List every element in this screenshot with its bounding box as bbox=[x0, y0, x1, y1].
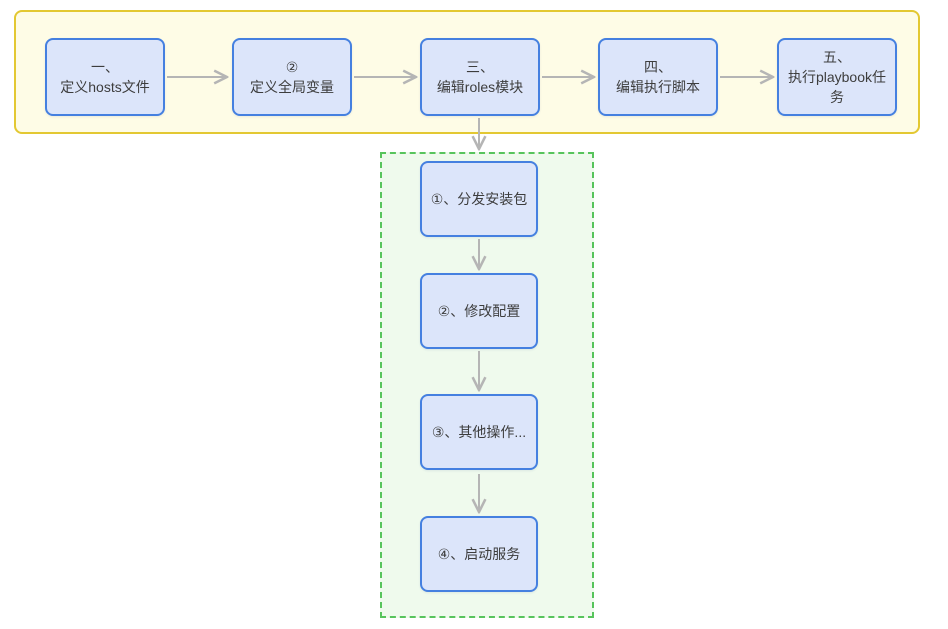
node-run-playbook-task: 五、 执行playbook任务 bbox=[777, 38, 897, 116]
subnode-modify-config: ②、修改配置 bbox=[420, 273, 538, 349]
subnode-other-operations: ③、其他操作... bbox=[420, 394, 538, 470]
node-edit-exec-script: 四、 编辑执行脚本 bbox=[598, 38, 718, 116]
subnode-start-service: ④、启动服务 bbox=[420, 516, 538, 592]
node-edit-roles-module: 三、 编辑roles模块 bbox=[420, 38, 540, 116]
node-define-hosts-file: 一、 定义hosts文件 bbox=[45, 38, 165, 116]
subnode-distribute-package: ①、分发安装包 bbox=[420, 161, 538, 237]
node-define-global-vars: ② 定义全局变量 bbox=[232, 38, 352, 116]
